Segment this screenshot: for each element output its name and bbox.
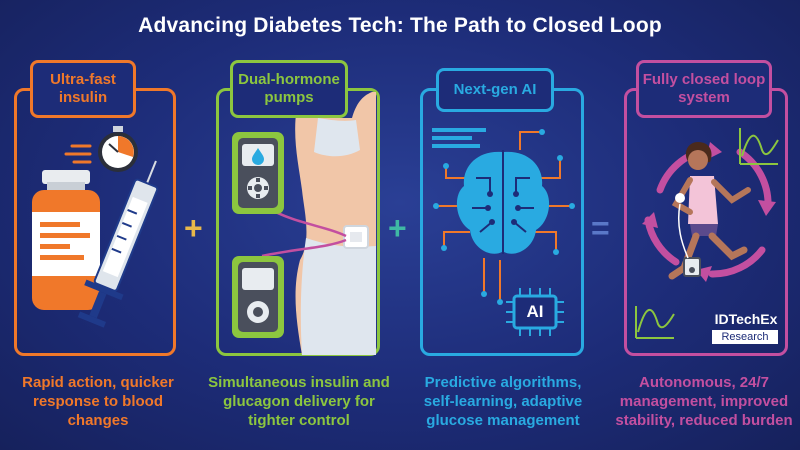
operator-plus-2: + <box>388 210 407 246</box>
brand-box <box>712 330 778 344</box>
runner-icon <box>668 142 751 280</box>
panel-label-ultra-fast-insulin: Ultra-fast insulin <box>30 60 136 118</box>
operator-plus-1: + <box>184 210 203 246</box>
ai-chip-label: AI <box>526 302 544 321</box>
ai-text-lines <box>432 128 486 148</box>
panel-description-next-gen-ai: Predictive algorithms, self-learning, ad… <box>423 374 583 429</box>
insulin-vial-icon <box>32 170 100 310</box>
circuit-lines <box>438 131 570 300</box>
ai-brain-icon <box>456 150 550 254</box>
brand-sub: Research <box>721 331 769 343</box>
syringe-icon <box>77 160 159 328</box>
glucagon-pump-icon <box>232 256 284 338</box>
brand-name: IDTechEx <box>714 311 778 327</box>
stopwatch-icon <box>64 126 138 172</box>
panel-label-next-gen-ai: Next-gen AI <box>436 68 554 112</box>
panel-label-closed-loop: Fully closed loop system <box>636 60 772 118</box>
panel-label-dual-hormone-pumps: Dual-hormone pumps <box>230 60 348 118</box>
panel-description-dual-hormone-pumps: Simultaneous insulin and glucagon delive… <box>208 374 390 429</box>
ai-chip-icon <box>506 288 564 336</box>
torso-illustration <box>295 92 376 355</box>
panel-description-ultra-fast-insulin: Rapid action, quicker response to blood … <box>22 374 174 429</box>
insulin-pump-icon <box>232 132 284 214</box>
operator-equals: = <box>591 210 610 246</box>
panel-description-closed-loop: Autonomous, 24/7 management, improved st… <box>615 374 793 429</box>
infographic-title: Advancing Diabetes Tech: The Path to Clo… <box>138 14 662 37</box>
glucose-curve-icon <box>635 128 779 339</box>
